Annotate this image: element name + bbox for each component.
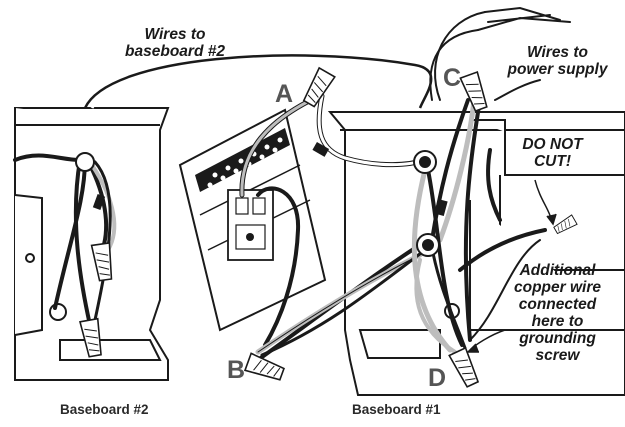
thermostat [178, 108, 327, 332]
callout-line: grounding [519, 330, 596, 347]
wire-nut-a [300, 67, 336, 109]
callout-additional-copper-wire: Additional copper wire connected here to… [495, 262, 620, 364]
callout-do-not-cut: DO NOT CUT! [505, 136, 600, 170]
callout-arrows [466, 179, 557, 353]
caption-baseboard-2: Baseboard #2 [60, 402, 149, 417]
label-b: B [227, 356, 246, 384]
baseboard-2-wires [13, 152, 117, 327]
caption-baseboard-1: Baseboard #1 [352, 402, 441, 417]
baseboard-1 [327, 111, 625, 396]
callout-wires-to-baseboard-2: Wires to baseboard #2 [110, 26, 240, 60]
label-d: D [428, 364, 447, 392]
callout-line: here to [531, 313, 584, 330]
label-a: A [275, 80, 294, 108]
cable-clamps [413, 150, 440, 257]
callout-line: screw [535, 347, 580, 364]
callout-line: CUT! [533, 153, 572, 170]
callout-line: DO NOT [522, 136, 583, 153]
callout-line: power supply [507, 61, 608, 78]
label-c: C [443, 64, 462, 92]
callout-line: Wires to [144, 26, 206, 43]
connection-wires [239, 6, 571, 364]
callout-line: baseboard #2 [125, 43, 225, 60]
wire-nut-b [244, 352, 286, 384]
callout-line: connected [518, 296, 597, 313]
callout-line: Wires to [526, 44, 588, 61]
callout-line: copper wire [514, 279, 601, 296]
callout-line: Additional [519, 262, 596, 279]
callout-wires-to-power-supply: Wires to power supply [495, 44, 620, 78]
